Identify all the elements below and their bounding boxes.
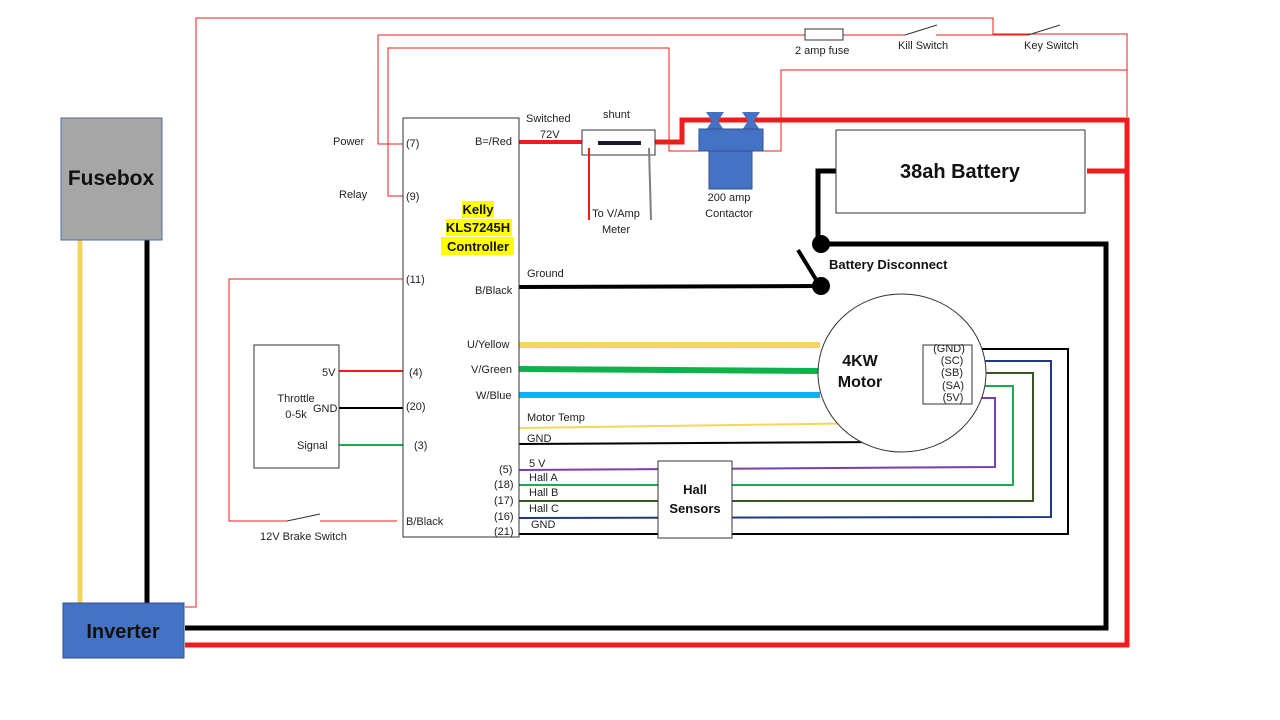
throttle-signal-label: Signal (297, 440, 328, 452)
hall-pin-5: (5) (499, 464, 512, 476)
controller-label-3: Controller (447, 239, 509, 254)
controller-highlight-2 (446, 219, 512, 236)
top-control-wires (185, 17, 1128, 608)
pin-3: (3) (414, 440, 427, 452)
meter-label-2: Meter (602, 224, 630, 236)
contactor-label-1: 200 amp (708, 192, 751, 204)
brake-switch-symbol (286, 513, 321, 522)
battery-disconnect-label: Battery Disconnect (829, 257, 948, 272)
hall-pin-17: (17) (494, 495, 514, 507)
switched-label: Switched (526, 113, 571, 125)
power-wires (77, 117, 1130, 648)
meter-label-1: To V/Amp (592, 208, 640, 220)
pin-20: (20) (406, 401, 426, 413)
inverter-box (62, 602, 185, 659)
battery-label: 38ah Battery (900, 161, 1021, 183)
hall-pin-21: (21) (494, 526, 514, 538)
fusebox-label: Fusebox (68, 167, 155, 190)
key-switch-symbol (1027, 24, 1061, 36)
hall-wires (518, 348, 1069, 535)
kill-switch-label: Kill Switch (898, 40, 948, 52)
power-label: Power (333, 136, 365, 148)
brake-b-black-label: B/Black (406, 516, 444, 528)
hall-pin-16: (16) (494, 511, 514, 523)
controller-label-1: Kelly (462, 202, 494, 217)
contactor (698, 112, 764, 190)
motor-pin-sc: (SC) (941, 355, 964, 367)
motor-pin-5v: (5V) (943, 392, 964, 404)
throttle-box (253, 344, 340, 469)
fusebox-box (60, 117, 163, 241)
disconnect-terminal-bottom (812, 277, 830, 295)
fuse-symbol (804, 28, 844, 41)
u-yellow-label: U/Yellow (467, 339, 509, 351)
fuse-label: 2 amp fuse (795, 45, 849, 57)
pin-7: (7) (406, 138, 419, 150)
key-switch-label: Key Switch (1024, 40, 1078, 52)
hall-gnd-label: GND (531, 519, 556, 531)
throttle-label-1: Throttle (277, 393, 314, 405)
v-green-label: V/Green (471, 364, 512, 376)
brake-switch-label: 12V Brake Switch (260, 531, 347, 543)
meter-wire-gray (648, 147, 652, 221)
throttle-label-2: 0-5k (285, 409, 307, 421)
battery-box (835, 129, 1086, 214)
w-blue-label: W/Blue (476, 390, 511, 402)
motor-pin-gnd: (GND) (933, 343, 965, 355)
throttle-gnd-label: GND (313, 403, 338, 415)
pin-9: (9) (406, 191, 419, 203)
hall-pin-18: (18) (494, 479, 514, 491)
hall-sensors-label-2: Sensors (669, 501, 720, 516)
motor-label-2: Motor (838, 374, 882, 391)
b-black-label: B/Black (475, 285, 513, 297)
hall-sensors-box (657, 460, 733, 539)
hall-sensors-label-1: Hall (683, 482, 707, 497)
hall-a-label: Hall A (529, 472, 558, 484)
controller-highlight-1 (462, 201, 494, 218)
motor-temp-label: Motor Temp (527, 412, 585, 424)
motor-pin-sb: (SB) (941, 367, 963, 379)
hall-c-label: Hall C (529, 503, 559, 515)
ground-label: Ground (527, 268, 564, 280)
motor-pin-sa: (SA) (942, 380, 964, 392)
throttle-wires (339, 370, 403, 446)
motor-circle (817, 293, 987, 453)
shunt-label: shunt (603, 109, 630, 121)
kill-switch-symbol (904, 24, 938, 36)
v72-label: 72V (540, 129, 560, 141)
disconnect-terminal-top (812, 235, 830, 253)
pin-11: (11) (406, 274, 425, 286)
inverter-label: Inverter (86, 621, 160, 643)
b-red-label: B=/Red (475, 136, 512, 148)
hall-5v-label: 5 V (529, 458, 546, 470)
motor-label-1: 4KW (842, 353, 878, 370)
throttle-5v-label: 5V (322, 367, 336, 379)
motor-connector-box (922, 344, 973, 405)
contactor-label-2: Contactor (705, 208, 753, 220)
temp-gnd-label: GND (527, 433, 552, 445)
controller-highlight-3 (441, 237, 514, 255)
relay-label: Relay (339, 189, 368, 201)
pin-4: (4) (409, 367, 422, 379)
controller-label-2: KLS7245H (446, 220, 510, 235)
hall-b-label: Hall B (529, 487, 558, 499)
controller-box (402, 117, 520, 538)
